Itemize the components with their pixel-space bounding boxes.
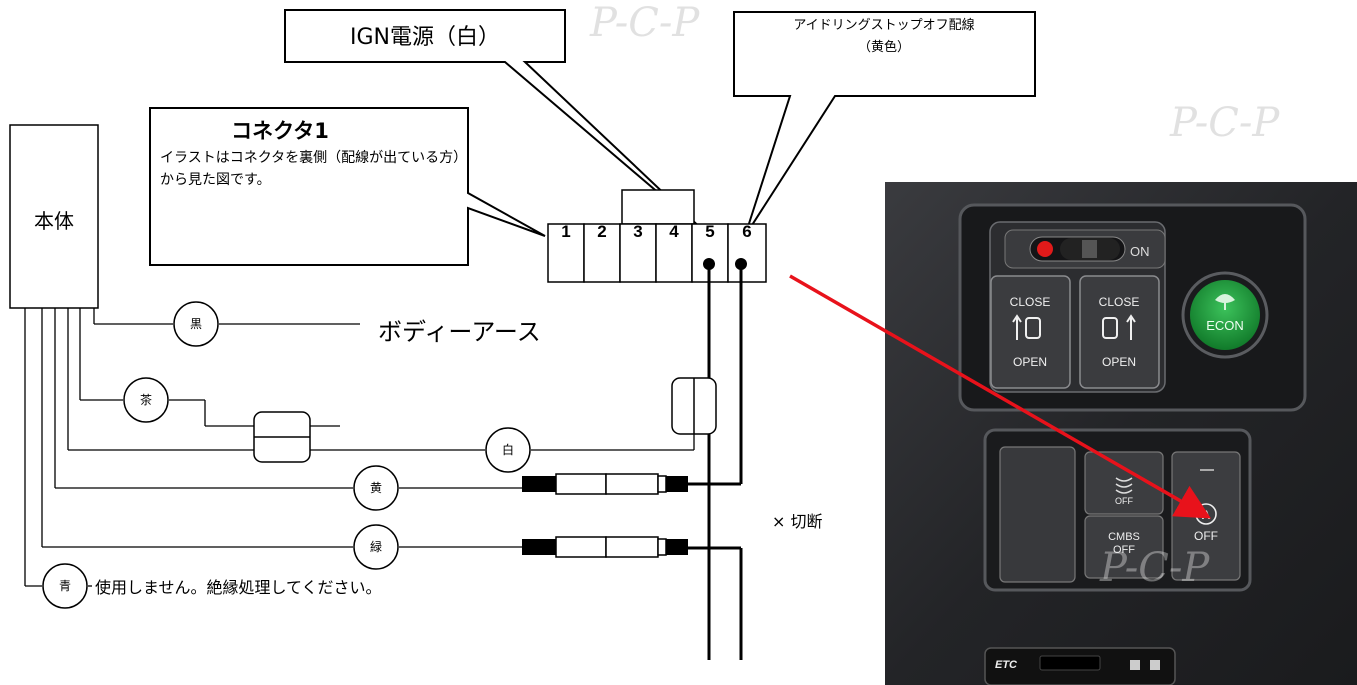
- left-door-button: [990, 275, 1071, 389]
- green-harness-plug: [522, 536, 688, 558]
- connector-callout: [149, 107, 546, 266]
- open-left-label: OPEN: [1013, 355, 1047, 369]
- wire-black-label: 黒: [189, 317, 202, 331]
- red-arrow: [789, 274, 1212, 519]
- pin-1-label: 1: [561, 222, 571, 241]
- main-unit-label: 本体: [34, 209, 74, 233]
- blank-switch: [999, 446, 1076, 583]
- ground-label: ボディーアース: [378, 318, 541, 346]
- off-small-label: OFF: [1115, 496, 1133, 506]
- pin-5-label: 5: [705, 222, 715, 241]
- pin-3-label: 3: [633, 222, 643, 241]
- wire-blue-label: 青: [58, 579, 71, 593]
- close-left-label: CLOSE: [1010, 295, 1051, 309]
- right-door-button: [1079, 275, 1160, 389]
- a-off-label: OFF: [1194, 529, 1218, 543]
- door-right-icon: [1102, 314, 1136, 340]
- ign-callout: [284, 9, 709, 236]
- on-indicator-icon: [1037, 241, 1053, 257]
- wire-brown-marker: [123, 377, 169, 423]
- connector-description: イラストはコネクタを裏側（配線が出ている方）から見た図です。: [160, 150, 468, 188]
- cmbs-switch: [1084, 515, 1164, 579]
- wire-blue-marker: [42, 563, 88, 609]
- wire-black-marker: [173, 301, 219, 347]
- wire-brown-label: 茶: [139, 393, 152, 407]
- idle-stop-callout: [733, 11, 1036, 237]
- open-right-label: OPEN: [1102, 355, 1136, 369]
- pin-2-label: 2: [597, 222, 607, 241]
- yellow-harness-plug: [522, 473, 688, 495]
- leaf-icon: [1215, 294, 1235, 310]
- wire-green-label: 緑: [369, 540, 382, 554]
- unused-label: 使用しません。絶縁処理してください。: [95, 578, 382, 597]
- idle-stop-callout-text: アイドリングストップオフ配線: [793, 18, 975, 33]
- cmbs-label: CMBS: [1108, 531, 1140, 543]
- wire-yellow-marker: [353, 465, 399, 511]
- wire-white-label: 白: [501, 443, 514, 457]
- off-small-switch: [1084, 451, 1164, 515]
- lane-icon: [1115, 477, 1133, 494]
- cmbs-off-label: OFF: [1113, 544, 1135, 556]
- econ-button: [1190, 280, 1260, 350]
- wire-yellow-label: 黄: [369, 481, 382, 495]
- pin-4-label: 4: [669, 222, 679, 241]
- wire-green-marker: [353, 524, 399, 570]
- on-label: ON: [1130, 244, 1150, 259]
- wire-white-marker: [485, 427, 531, 473]
- connector-title: コネクタ1: [231, 119, 329, 143]
- econ-label: ECON: [1206, 318, 1244, 333]
- close-right-label: CLOSE: [1099, 295, 1140, 309]
- ign-callout-text: IGN電源（白）: [350, 25, 500, 50]
- switch-panel-photo: ON CLOSE OPEN CLOSE OPEN ECON: [885, 182, 1357, 685]
- etc-label: ETC: [995, 659, 1018, 671]
- cut-label: × 切断: [772, 512, 823, 531]
- idle-stop-color-text: （黄色）: [857, 40, 910, 55]
- pin-6-label: 6: [742, 222, 752, 241]
- main-unit-box: [9, 124, 99, 309]
- door-left-icon: [1012, 314, 1041, 340]
